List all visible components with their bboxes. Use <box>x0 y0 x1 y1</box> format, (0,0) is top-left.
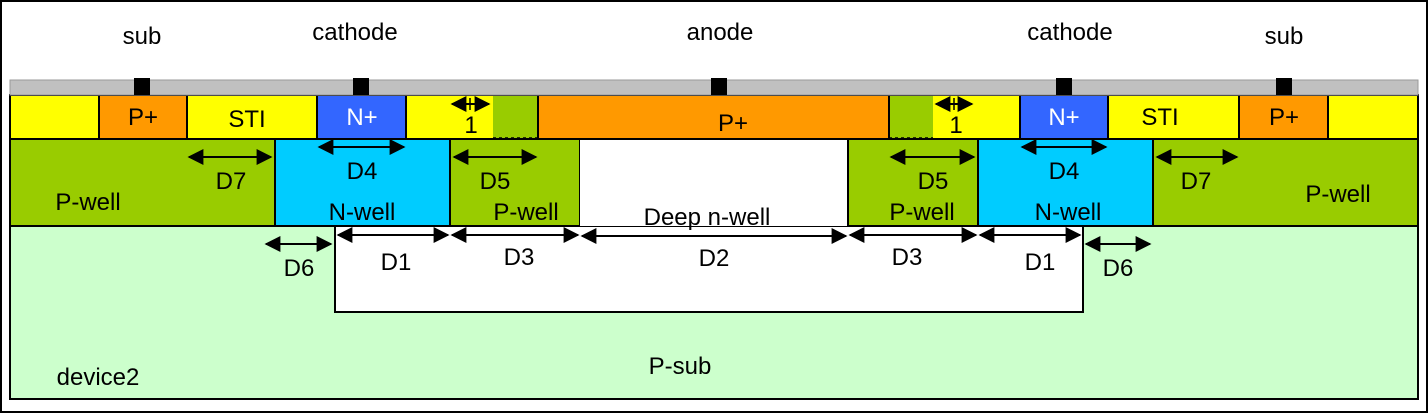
surface-gap-right <box>889 96 933 138</box>
contact-cathode-left <box>353 78 369 95</box>
label-p-well-right-outer: P-well <box>1305 181 1370 208</box>
label-sti-left: STI <box>228 106 265 133</box>
surface-gap-left <box>493 96 538 138</box>
terminal-sub-right: sub <box>1265 23 1304 50</box>
label-device: device2 <box>57 364 140 391</box>
label-n-well-left: N-well <box>329 199 396 226</box>
label-d7-right: D7 <box>1181 168 1212 195</box>
terminal-cathode-right: cathode <box>1027 19 1112 46</box>
p-plus-center <box>537 94 890 140</box>
terminal-cathode-left: cathode <box>312 19 397 46</box>
p-plus-left <box>98 94 188 140</box>
label-p-sub: P-sub <box>649 353 712 380</box>
label-p-plus-right: P+ <box>1269 104 1299 131</box>
label-d1-right: D1 <box>1025 249 1056 276</box>
terminal-anode: anode <box>687 19 754 46</box>
sti-right <box>1107 94 1240 140</box>
terminal-sub-left: sub <box>123 23 162 50</box>
label-d5-right: D5 <box>918 168 949 195</box>
p-plus-right <box>1238 94 1329 140</box>
sti-left <box>186 94 318 140</box>
label-d6-right: D6 <box>1103 255 1134 282</box>
label-d7-left: D7 <box>216 168 247 195</box>
label-n-well-right: N-well <box>1035 199 1102 226</box>
label-p-well-right-inner: P-well <box>889 199 954 226</box>
label-d5-left: D5 <box>480 168 511 195</box>
label-d2: D2 <box>699 245 730 272</box>
label-sti-right: STI <box>1141 104 1178 131</box>
deep-n-well-top <box>580 139 848 226</box>
contact-sub-left <box>134 78 150 95</box>
label-p-well-left-outer: P-well <box>55 189 120 216</box>
label-deep-n-well: Deep n-well <box>644 204 771 231</box>
label-p-plus-left: P+ <box>128 104 158 131</box>
label-gap-left: 1 <box>464 112 477 139</box>
label-d4-left: D4 <box>347 158 378 185</box>
label-d3-right: D3 <box>892 244 923 271</box>
label-gap-right: 1 <box>949 112 962 139</box>
contact-sub-right <box>1276 78 1292 95</box>
label-d4-right: D4 <box>1049 158 1080 185</box>
label-p-well-left-inner: P-well <box>493 199 558 226</box>
label-d1-left: D1 <box>381 249 412 276</box>
label-d6-left: D6 <box>284 255 315 282</box>
label-n-plus-right: N+ <box>1048 104 1079 131</box>
contact-anode <box>711 78 727 95</box>
contact-cathode-right <box>1056 78 1072 95</box>
n-well-left <box>274 138 451 227</box>
label-n-plus-left: N+ <box>346 104 377 131</box>
label-d3-left: D3 <box>504 244 535 271</box>
label-p-plus-center: P+ <box>718 110 748 137</box>
